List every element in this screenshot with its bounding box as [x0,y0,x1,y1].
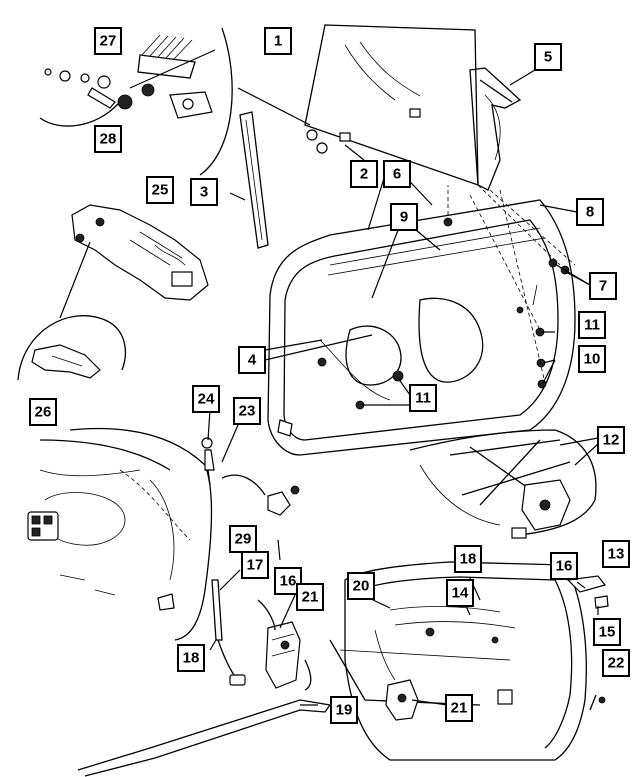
inset-hinge-bolt-detail [39,27,233,176]
callout-20: 20 [347,572,375,600]
callout-19: 19 [330,696,358,724]
svg-text:11: 11 [415,390,431,407]
svg-text:18: 18 [460,551,477,568]
svg-text:28: 28 [100,131,117,148]
door-shell-upper [267,199,576,456]
callout-2: 2 [350,160,378,188]
svg-text:16: 16 [556,558,573,575]
svg-text:6: 6 [393,166,401,183]
callout-18b: 18 [454,545,482,573]
callout-27: 27 [94,27,122,55]
svg-text:29: 29 [235,531,252,548]
callout-24: 24 [192,385,220,413]
callout-11a: 11 [578,311,606,339]
callout-10: 10 [578,345,606,373]
door-inner-panel-right [329,561,609,761]
svg-text:14: 14 [452,585,469,602]
callout-25: 25 [146,176,174,204]
window-regulator [409,429,597,539]
door-glass [237,24,479,186]
callout-12: 12 [597,426,625,454]
inset-handle-bracket [17,204,209,381]
bolt-and-washer [201,437,215,486]
callout-15: 15 [593,618,621,646]
callout-18a: 18 [177,644,205,672]
svg-text:10: 10 [584,351,601,368]
callout-21b: 21 [445,694,473,722]
svg-text:1: 1 [274,33,282,50]
glass-run-channel [239,111,269,249]
svg-text:24: 24 [198,391,215,408]
svg-text:23: 23 [239,403,256,420]
callout-9: 9 [390,203,418,231]
svg-text:3: 3 [200,184,208,201]
svg-text:25: 25 [152,182,169,199]
svg-text:26: 26 [35,404,52,421]
callout-29: 29 [229,525,257,553]
svg-text:12: 12 [603,432,620,449]
callout-17: 17 [241,551,269,579]
svg-text:7: 7 [599,278,607,295]
svg-text:22: 22 [608,655,625,672]
callout-1: 1 [264,27,292,55]
svg-text:17: 17 [247,557,264,574]
latch-assembly-left [77,474,332,777]
svg-text:11: 11 [584,317,600,334]
callout-14: 14 [446,579,474,607]
svg-text:13: 13 [608,546,625,563]
callout-16b: 16 [550,552,578,580]
mirror-bracket [469,67,522,191]
svg-text:8: 8 [586,204,594,221]
svg-text:5: 5 [544,49,552,66]
svg-text:2: 2 [360,166,368,183]
callout-7: 7 [589,272,617,300]
svg-text:21: 21 [302,589,319,606]
fastener-hardware [443,184,576,389]
callout-11b: 11 [409,384,437,412]
callout-3: 3 [190,178,218,206]
callout-23: 23 [233,397,261,425]
callout-8: 8 [576,198,604,226]
svg-text:16: 16 [280,573,297,590]
svg-text:15: 15 [599,624,616,641]
door-inner-panel-left [27,427,213,641]
svg-text:4: 4 [248,352,257,369]
svg-text:18: 18 [183,650,200,667]
callouts: 1 2 3 4 5 6 7 8 9 10 11 11 12 13 14 15 1… [29,27,630,724]
svg-text:21: 21 [451,700,468,717]
callout-22: 22 [602,649,630,677]
callout-6: 6 [383,160,411,188]
callout-13: 13 [602,540,630,568]
svg-text:9: 9 [400,209,408,226]
callout-26: 26 [29,398,57,426]
svg-text:20: 20 [353,578,370,595]
svg-text:27: 27 [100,33,117,50]
callout-4: 4 [238,346,266,374]
callout-5: 5 [534,43,562,71]
callout-21a: 21 [296,583,324,611]
callout-28: 28 [94,125,122,153]
svg-text:19: 19 [336,702,353,719]
